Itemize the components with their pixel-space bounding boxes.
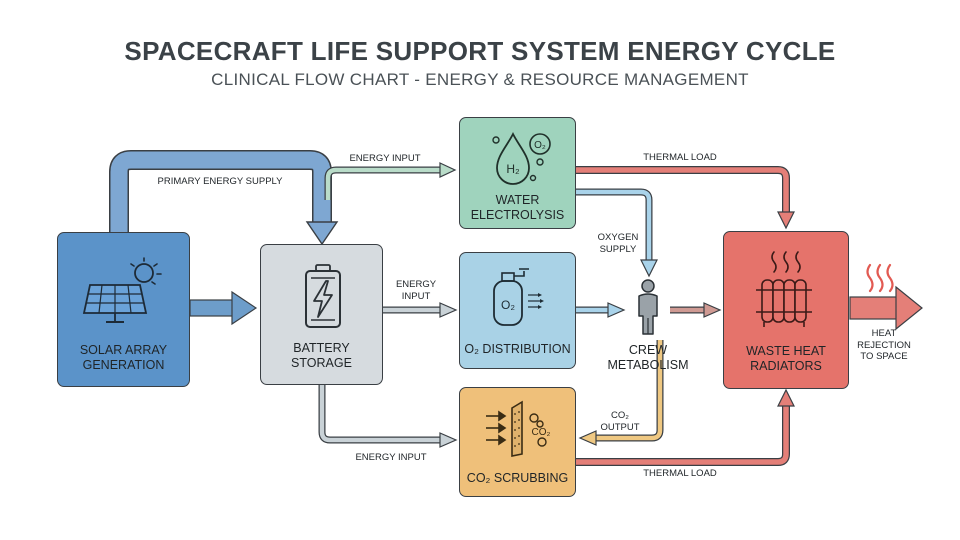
co2-output-arrow <box>578 340 664 446</box>
co2-scrubbing-label: CO₂ SCRUBBING <box>466 471 569 485</box>
co2-glyph: CO₂ <box>532 427 551 438</box>
solar-label-line2: GENERATION <box>82 358 165 372</box>
energy-input-top-label: ENERGY INPUT <box>349 153 421 164</box>
oxygen-supply-line1: OXYGEN <box>597 232 639 243</box>
co2-output-line2: OUTPUT <box>600 421 640 433</box>
energy-input-bottom-label: ENERGY INPUT <box>355 452 427 463</box>
radiators-label: WASTE HEAT RADIATORS <box>724 344 848 374</box>
thermal-load-top-label: THERMAL LOAD <box>643 152 717 163</box>
battery-label-line1: BATTERY <box>293 341 350 355</box>
radiators-label-line2: RADIATORS <box>750 359 822 373</box>
water-drop-h2-o2-icon: H₂ O₂ <box>492 131 551 185</box>
solar-array-label: SOLAR ARRAY GENERATION <box>58 343 189 373</box>
solar-panel-sun-icon <box>82 257 162 323</box>
oxygen-supply-line2: SUPPLY <box>599 243 637 255</box>
electrolysis-label-line2: ELECTROLYSIS <box>470 208 565 222</box>
thermal-load-bottom-arrow <box>576 388 795 466</box>
solar-label-line1: SOLAR ARRAY <box>79 343 168 357</box>
crew-label-line2: METABOLISM <box>607 358 689 372</box>
crew-metabolism-label: CREW METABOLISM <box>600 343 696 373</box>
co2-filter-icon: CO₂ <box>486 400 551 457</box>
primary-energy-supply-label: PRIMARY ENERGY SUPPLY <box>157 176 283 187</box>
primary-energy-supply-arrow <box>109 150 339 246</box>
oxygen-supply-label: OXYGEN SUPPLY <box>590 232 646 255</box>
energy-input-mid-line2: INPUT <box>401 290 431 302</box>
o2-glyph: O₂ <box>534 140 546 151</box>
crew-label-line1: CREW <box>628 343 668 357</box>
waste-heat-radiators-node: WASTE HEAT RADIATORS <box>723 231 849 389</box>
oxygen-supply-arrow <box>576 188 658 278</box>
battery-to-scrubbing-arrow <box>318 385 458 448</box>
energy-input-mid-line1: ENERGY <box>395 279 437 290</box>
solar-array-node: SOLAR ARRAY GENERATION <box>57 232 190 387</box>
radiator-heat-icon <box>756 251 812 327</box>
o2-distribution-node: O₂ O₂ DISTRIBUTION <box>459 252 576 369</box>
battery-storage-node: BATTERY STORAGE <box>260 244 383 385</box>
energy-input-to-electrolysis-arrow <box>324 162 457 200</box>
o2-distribution-label: O₂ DISTRIBUTION <box>464 342 571 356</box>
water-electrolysis-node: H₂ O₂ WATER ELECTROLYSIS <box>459 117 576 229</box>
heat-rejection-label: HEAT REJECTION TO SPACE <box>852 328 916 363</box>
electrolysis-label-line1: WATER <box>495 193 540 207</box>
crew-to-radiators-arrow <box>670 302 722 318</box>
h2-glyph: H₂ <box>506 162 520 176</box>
battery-to-distribution-arrow <box>383 302 458 318</box>
solar-to-battery-arrow <box>189 290 258 326</box>
heat-rejection-line3: TO SPACE <box>860 351 908 362</box>
distribution-to-crew-arrow <box>576 302 626 318</box>
co2-output-label: CO₂ OUTPUT <box>592 410 648 433</box>
diagram-subtitle: CLINICAL FLOW CHART - ENERGY & RESOURCE … <box>211 70 749 89</box>
co2-scrubbing-node: CO₂ CO₂ SCRUBBING <box>459 387 576 497</box>
radiators-label-line1: WASTE HEAT <box>746 344 826 358</box>
heat-rejection-arrow <box>849 263 923 331</box>
o2-tank-glyph: O₂ <box>501 298 515 312</box>
diagram-title: SPACECRAFT LIFE SUPPORT SYSTEM ENERGY CY… <box>124 36 836 66</box>
battery-charge-icon <box>305 264 341 328</box>
thermal-load-bottom-label: THERMAL LOAD <box>643 468 717 479</box>
energy-input-mid-label: ENERGY INPUT <box>388 279 444 302</box>
heat-rejection-line2: REJECTION <box>857 339 911 351</box>
water-electrolysis-label: WATER ELECTROLYSIS <box>460 193 575 223</box>
oxygen-tank-icon: O₂ <box>493 268 544 326</box>
person-icon <box>638 279 658 335</box>
co2-output-line1: CO₂ <box>611 410 629 421</box>
heat-rejection-line1: HEAT <box>871 328 897 339</box>
battery-storage-label: BATTERY STORAGE <box>261 341 382 371</box>
thermal-load-top-arrow <box>576 166 795 230</box>
battery-label-line2: STORAGE <box>291 356 352 370</box>
